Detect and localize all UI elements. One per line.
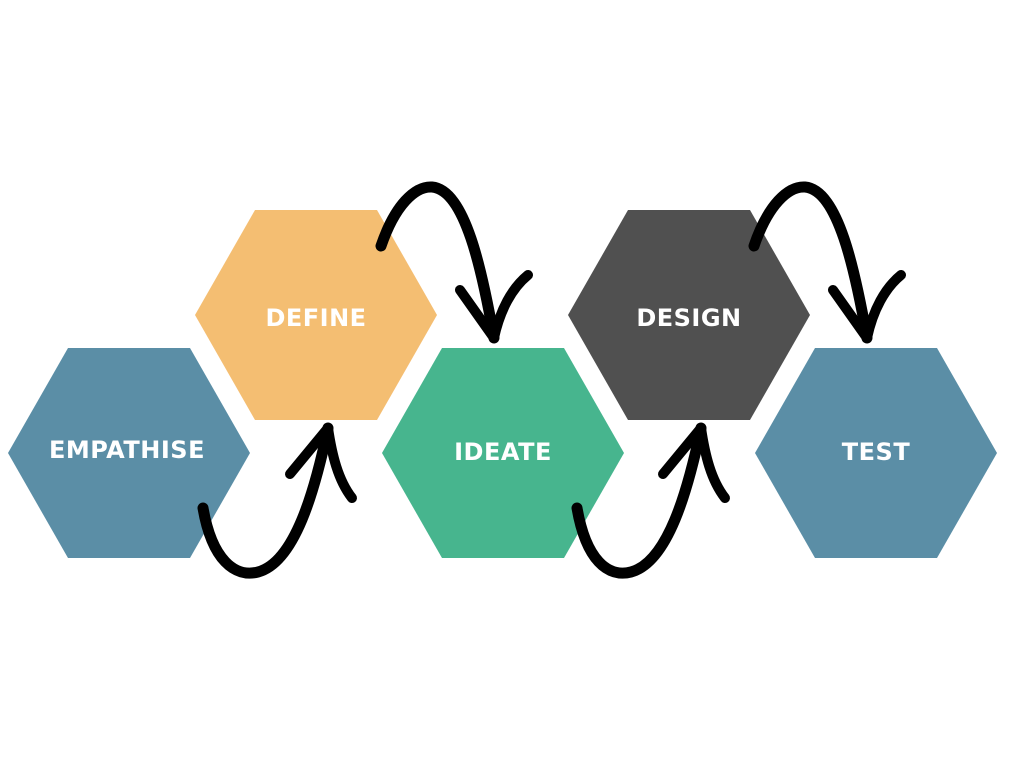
label-ideate: IDEATE: [454, 438, 552, 466]
arrow-design-to-test: [748, 181, 906, 344]
hexagon-ideate: [382, 348, 624, 558]
hexagon-test: [755, 348, 997, 558]
arrow-ideate-to-design: [571, 422, 730, 579]
label-define: DEFINE: [265, 304, 366, 332]
stage-test: TEST: [755, 348, 997, 558]
arrow-define-to-ideate: [375, 181, 533, 344]
stage-design: DESIGN: [568, 210, 810, 420]
hexagon-define: [195, 210, 437, 420]
stage-ideate: IDEATE: [382, 348, 624, 558]
label-test: TEST: [842, 438, 911, 466]
label-design: DESIGN: [636, 304, 741, 332]
stage-define: DEFINE: [195, 210, 437, 420]
stage-empathise: EMPATHISE: [8, 348, 250, 558]
hexagon-design: [568, 210, 810, 420]
hexagon-empathise: [8, 348, 250, 558]
label-empathise: EMPATHISE: [49, 436, 205, 464]
arrow-empathise-to-define: [197, 422, 357, 579]
